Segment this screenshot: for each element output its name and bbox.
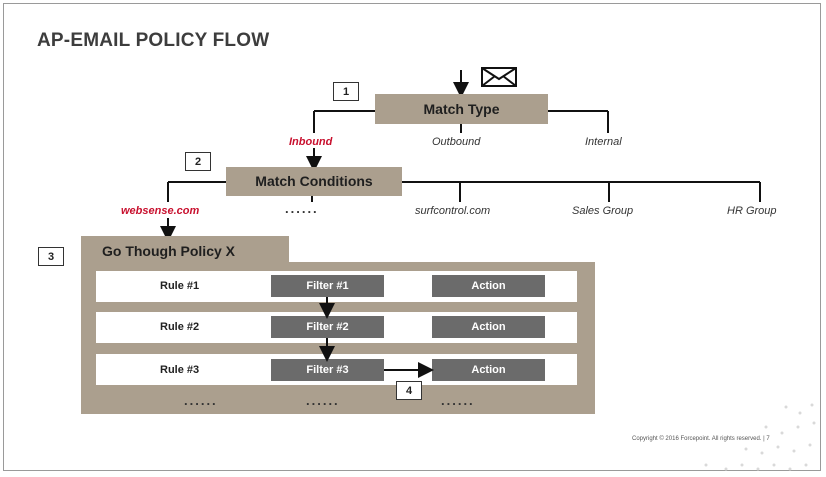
match-type-inbound: Inbound <box>289 136 333 148</box>
policy-tab <box>81 236 289 264</box>
action-ellipsis: ...... <box>441 393 475 408</box>
condition-websense: websense.com <box>121 205 200 217</box>
step-2-badge: 2 <box>185 152 211 171</box>
condition-hr-group: HR Group <box>727 205 777 217</box>
policy-title: Go Though Policy X <box>102 243 235 259</box>
step-4-badge: 4 <box>396 381 422 400</box>
rule-2-label: Rule #2 <box>160 321 200 333</box>
rule-3-label: Rule #3 <box>160 364 200 376</box>
filter-2-box: Filter #2 <box>271 316 384 338</box>
condition-sales-group: Sales Group <box>572 205 634 217</box>
match-type-box: Match Type <box>375 94 548 124</box>
match-type-outbound: Outbound <box>432 136 481 148</box>
rule-ellipsis: ...... <box>184 393 218 408</box>
copyright-footer: Copyright © 2016 Forcepoint. All rights … <box>632 436 770 442</box>
match-type-internal: Internal <box>585 136 622 148</box>
match-conditions-box: Match Conditions <box>226 167 402 196</box>
action-1-box: Action <box>432 275 545 297</box>
condition-ellipsis: ...... <box>285 201 319 216</box>
filter-1-box: Filter #1 <box>271 275 384 297</box>
condition-surfcontrol: surfcontrol.com <box>415 205 491 217</box>
envelope-icon <box>481 67 517 87</box>
filter-3-box: Filter #3 <box>271 359 384 381</box>
step-1-badge: 1 <box>333 82 359 101</box>
rule-1-label: Rule #1 <box>160 280 200 292</box>
action-2-box: Action <box>432 316 545 338</box>
action-3-box: Action <box>432 359 545 381</box>
step-3-badge: 3 <box>38 247 64 266</box>
page-title: AP-EMAIL POLICY FLOW <box>37 30 270 51</box>
filter-ellipsis: ...... <box>306 393 340 408</box>
decorative-dot-pattern <box>704 403 816 471</box>
